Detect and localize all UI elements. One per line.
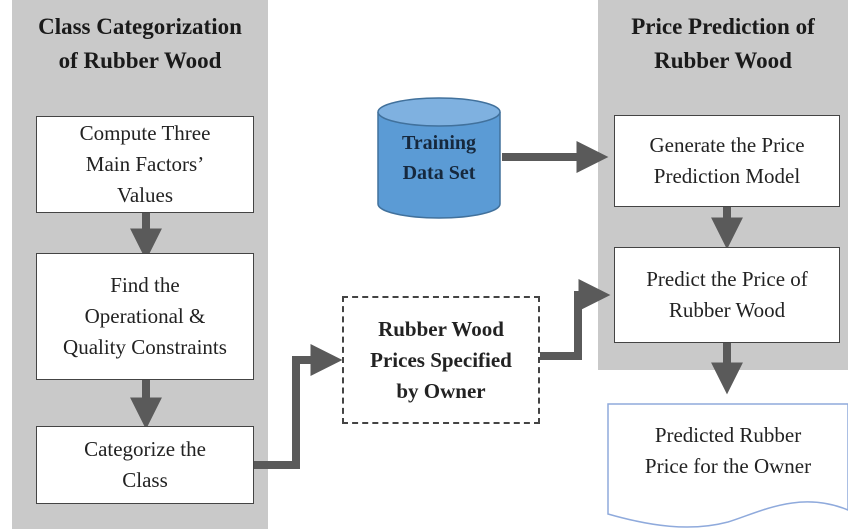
class-categorization-title: Class Categorization of Rubber Wood [12, 10, 268, 78]
arrow-owner-prices-to-predict [540, 279, 611, 360]
box-text-line: Compute Three [79, 121, 211, 145]
generate-model-box: Generate the Price Prediction Model [614, 115, 840, 207]
training-data-cylinder [377, 97, 501, 219]
training-data-label: Training Data Set [378, 128, 500, 188]
box-text-line: Quality Constraints [63, 335, 227, 359]
box-text-line: Categorize the [84, 437, 206, 461]
box-text-line: Values [117, 183, 173, 207]
box-text-line: Find the [110, 273, 180, 297]
box-text-line: Prediction Model [653, 164, 801, 188]
panel-title-line: Class Categorization [38, 14, 242, 39]
document-text-line: Predicted Rubber [654, 423, 802, 447]
predicted-price-label: Predicted Rubber Price for the Owner [608, 420, 848, 482]
panel-title-line: Rubber Wood [654, 48, 792, 73]
cylinder-text-line: Training [401, 132, 477, 154]
find-constraints-box: Find the Operational & Quality Constrain… [36, 253, 254, 380]
panel-title-line: Price Prediction of [631, 14, 815, 39]
categorize-class-box: Categorize the Class [36, 426, 254, 504]
document-text-line: Price for the Owner [644, 454, 812, 478]
arrow-categorize-to-owner-prices [254, 344, 343, 469]
box-text-line: Prices Specified [370, 347, 512, 372]
box-text-line: Predict the Price of [646, 267, 808, 291]
predict-price-box: Predict the Price of Rubber Wood [614, 247, 840, 343]
box-text-line: Generate the Price [649, 133, 805, 157]
box-text-line: Main Factors’ [85, 152, 205, 176]
box-text-line: Rubber Wood [668, 298, 786, 322]
box-text-line: Operational & [84, 304, 206, 328]
predicted-price-document [607, 403, 848, 528]
box-text-line: Class [122, 468, 168, 492]
box-text-line: Rubber Wood [378, 316, 504, 341]
panel-title-line: of Rubber Wood [58, 48, 222, 73]
compute-factors-box: Compute Three Main Factors’ Values [36, 116, 254, 213]
owner-prices-box: Rubber Wood Prices Specified by Owner [342, 296, 540, 424]
box-text-line: by Owner [396, 378, 486, 403]
cylinder-text-line: Data Set [402, 162, 476, 184]
price-prediction-title: Price Prediction of Rubber Wood [598, 10, 848, 78]
